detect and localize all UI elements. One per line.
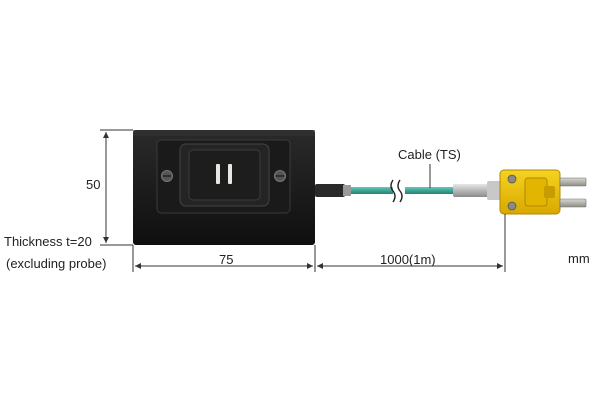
cable-length-label: 1000(1m)	[380, 252, 436, 267]
thickness-label: Thickness t=20	[4, 234, 92, 249]
screw-icon	[161, 170, 173, 182]
dimension-lines	[100, 129, 506, 272]
width-dimension-label: 75	[219, 252, 234, 267]
connector-pin-icon	[559, 177, 587, 208]
cable-type-label: Cable (TS)	[398, 147, 461, 162]
socket-pin-icon	[216, 164, 232, 184]
excluding-probe-note: (excluding probe)	[6, 256, 107, 271]
screw-icon	[274, 170, 286, 182]
cable-break-icon	[390, 179, 403, 203]
height-dimension-label: 50	[86, 177, 101, 192]
unit-label: mm	[568, 251, 590, 266]
thermocouple-connector	[499, 169, 561, 215]
sensor-body	[133, 130, 315, 245]
cable	[315, 181, 501, 200]
